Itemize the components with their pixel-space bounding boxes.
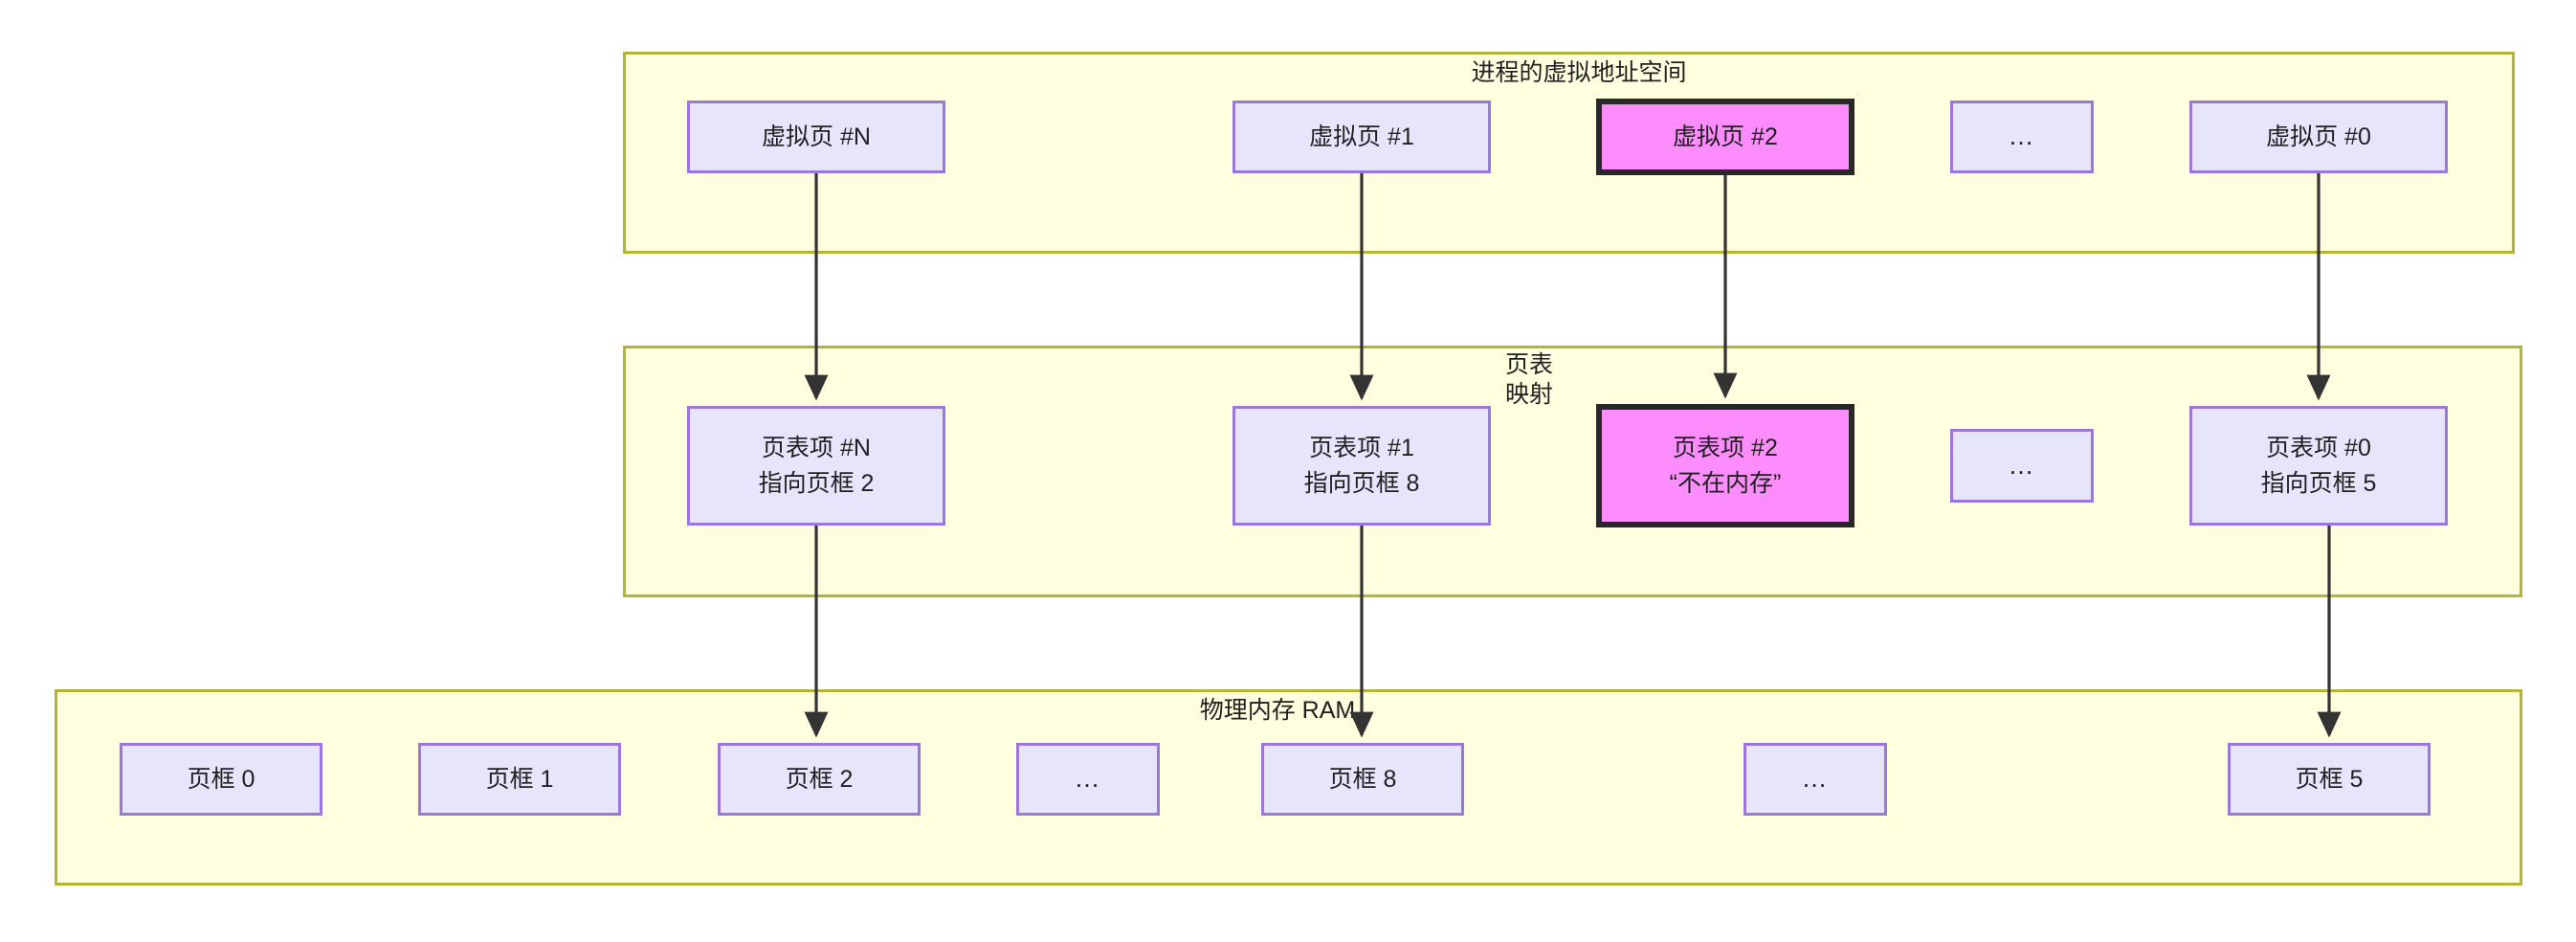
page-table-entry-2-line2: “不在内存” bbox=[1669, 469, 1782, 497]
virtual-page-2[interactable]: 虚拟页 #2 bbox=[1596, 99, 1854, 175]
page-frame-1[interactable]: 页框 1 bbox=[418, 743, 621, 816]
virtual-page-1-label: 虚拟页 #1 bbox=[1309, 123, 1414, 150]
page-table-entry-1[interactable]: 页表项 #1 指向页框 8 bbox=[1232, 406, 1491, 526]
page-frame-5-label: 页框 5 bbox=[2295, 765, 2364, 793]
page-frame-5[interactable]: 页框 5 bbox=[2228, 743, 2431, 816]
page-frame-8[interactable]: 页框 8 bbox=[1261, 743, 1464, 816]
page-table-entry-N-line2: 指向页框 2 bbox=[758, 469, 875, 497]
page-table-entry-1-line2: 指向页框 8 bbox=[1303, 469, 1420, 497]
region-page-table-title-line2: 映射 bbox=[1504, 381, 1553, 409]
page-table-entry-2-line1: 页表项 #2 bbox=[1673, 435, 1778, 462]
page-frame-ellipsis-left: … bbox=[1016, 743, 1160, 816]
page-table-entry-ellipsis: … bbox=[1950, 429, 2094, 503]
page-frame-0[interactable]: 页框 0 bbox=[120, 743, 322, 816]
page-frame-ellipsis-right-label: … bbox=[1801, 764, 1830, 794]
page-table-entry-N-line1: 页表项 #N bbox=[762, 435, 871, 462]
region-page-table-title: 页表 映射 bbox=[1462, 350, 1596, 411]
virtual-page-0[interactable]: 虚拟页 #0 bbox=[2189, 101, 2448, 173]
page-frame-8-label: 页框 8 bbox=[1328, 765, 1397, 793]
page-frame-2[interactable]: 页框 2 bbox=[718, 743, 921, 816]
page-frame-0-label: 页框 0 bbox=[187, 765, 255, 793]
page-table-entry-2[interactable]: 页表项 #2 “不在内存” bbox=[1596, 404, 1854, 527]
page-frame-1-label: 页框 1 bbox=[485, 765, 554, 793]
virtual-page-0-label: 虚拟页 #0 bbox=[2266, 123, 2371, 150]
virtual-page-ellipsis-label: … bbox=[2008, 122, 2036, 151]
virtual-page-ellipsis: … bbox=[1950, 101, 2094, 173]
page-frame-ellipsis-left-label: … bbox=[1074, 764, 1102, 794]
page-frame-ellipsis-right: … bbox=[1743, 743, 1887, 816]
region-physical-memory-title: 物理内存 RAM bbox=[1199, 697, 1356, 724]
page-frame-2-label: 页框 2 bbox=[785, 765, 854, 793]
virtual-page-2-label: 虚拟页 #2 bbox=[1673, 123, 1778, 150]
page-table-entry-1-line1: 页表项 #1 bbox=[1309, 435, 1414, 462]
page-table-entry-ellipsis-label: … bbox=[2008, 450, 2036, 480]
virtual-page-1[interactable]: 虚拟页 #1 bbox=[1232, 101, 1491, 173]
region-page-table-title-line1: 页表 bbox=[1504, 351, 1553, 378]
virtual-page-N[interactable]: 虚拟页 #N bbox=[687, 101, 945, 173]
page-table-entry-0-line1: 页表项 #0 bbox=[2266, 435, 2371, 462]
virtual-page-N-label: 虚拟页 #N bbox=[762, 123, 871, 150]
region-virtual-address-space-title: 进程的虚拟地址空间 bbox=[1471, 59, 1687, 86]
page-table-entry-0[interactable]: 页表项 #0 指向页框 5 bbox=[2189, 406, 2448, 526]
page-table-entry-0-line2: 指向页框 5 bbox=[2260, 469, 2377, 497]
page-table-entry-N[interactable]: 页表项 #N 指向页框 2 bbox=[687, 406, 945, 526]
